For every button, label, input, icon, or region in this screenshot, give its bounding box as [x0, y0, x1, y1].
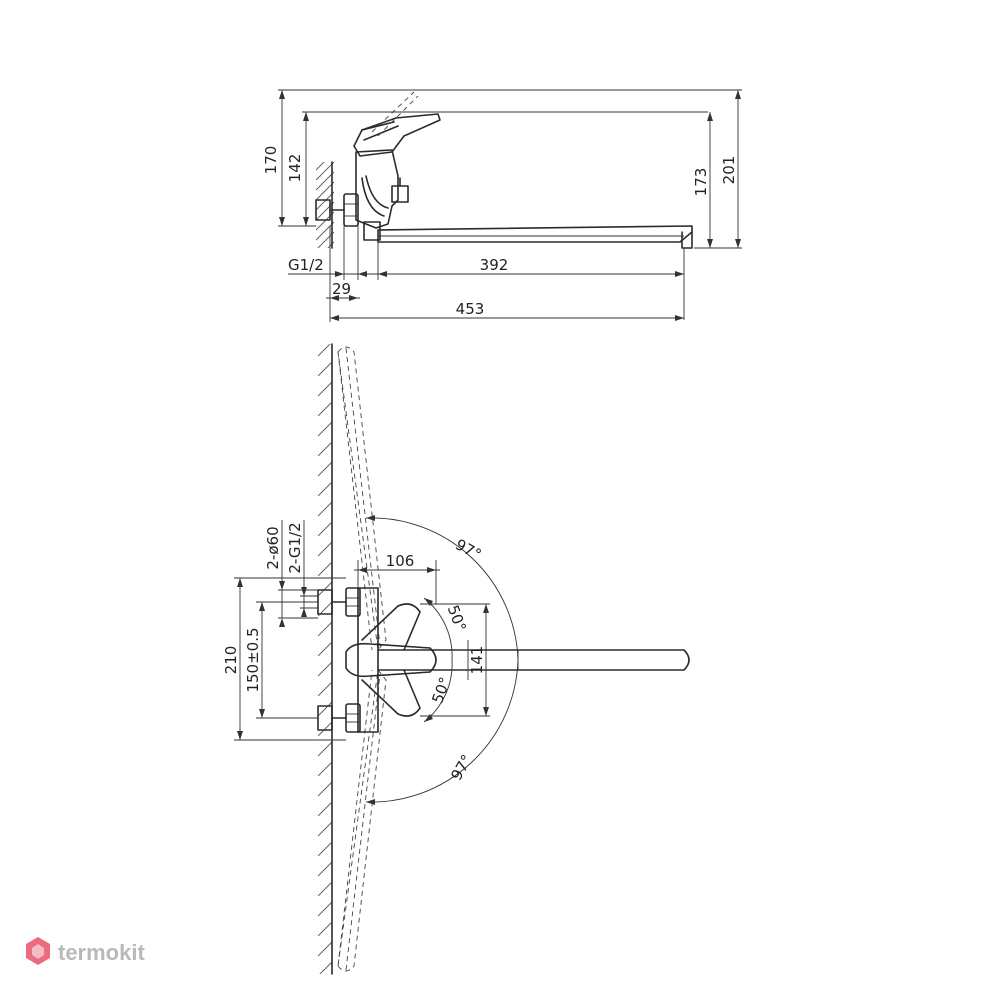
dim-label-392: 392 [480, 256, 509, 274]
spout-swing-range [337, 346, 387, 972]
top-wall-hatch [318, 344, 332, 974]
side-lever-alt [371, 91, 419, 137]
top-eccentric-upper [317, 587, 361, 617]
top-view: 97° 97° [222, 343, 690, 975]
top-spout [377, 649, 690, 671]
dim-label-210: 210 [222, 646, 240, 675]
top-dim-210: 210 [222, 577, 346, 741]
side-eccentric [315, 193, 359, 227]
side-mixer-body [355, 149, 409, 241]
side-spout [377, 225, 693, 249]
side-lever [353, 113, 441, 157]
dim-label-29: 29 [332, 280, 351, 298]
side-dim-201: 201 [406, 89, 742, 248]
dim-label-173: 173 [692, 168, 710, 197]
side-wall-hatch [316, 162, 334, 248]
dim-label-g12: G1/2 [288, 256, 324, 274]
top-mixer-body [357, 587, 379, 733]
hexagon-logo-inner-icon [32, 944, 44, 959]
dim-label-170: 170 [262, 146, 280, 175]
top-lever [345, 603, 437, 717]
side-dim-29: 29 [326, 226, 360, 322]
dim-label-diameter: 2-ø60 [264, 526, 282, 569]
dim-label-142: 142 [286, 154, 304, 183]
side-view: 170 142 173 201 [262, 89, 742, 322]
side-dim-392: G1/2 392 [288, 226, 685, 320]
side-dim-142: 142 [286, 111, 708, 226]
dim-label-150: 150±0.5 [244, 627, 262, 692]
top-dim-diameter: 2-ø60 [264, 520, 318, 627]
watermark-logo: termokit [26, 937, 145, 965]
side-dim-453: 453 [330, 300, 684, 321]
angle-label-97-bottom: 97° [447, 751, 476, 783]
top-eccentric-lower [317, 703, 361, 733]
angle-label-97-top: 97° [452, 535, 484, 563]
lever-angle-arcs: 50° 50° [423, 597, 470, 723]
watermark-brand: termokit [58, 940, 145, 965]
top-dim-150: 150±0.5 [244, 601, 318, 719]
dim-label-453: 453 [456, 300, 485, 318]
top-dim-141: 141 [420, 603, 490, 717]
dim-label-141: 141 [468, 646, 486, 675]
dim-label-201: 201 [720, 156, 738, 185]
top-dim-thread: 2-G1/2 [286, 520, 318, 617]
angle-label-50-top: 50° [444, 603, 470, 634]
dim-label-thread: 2-G1/2 [286, 522, 304, 573]
side-dim-173: 173 [692, 112, 742, 249]
side-dim-170: 170 [262, 89, 406, 227]
dim-label-106: 106 [386, 552, 415, 570]
top-dim-106: 106 [354, 552, 440, 604]
